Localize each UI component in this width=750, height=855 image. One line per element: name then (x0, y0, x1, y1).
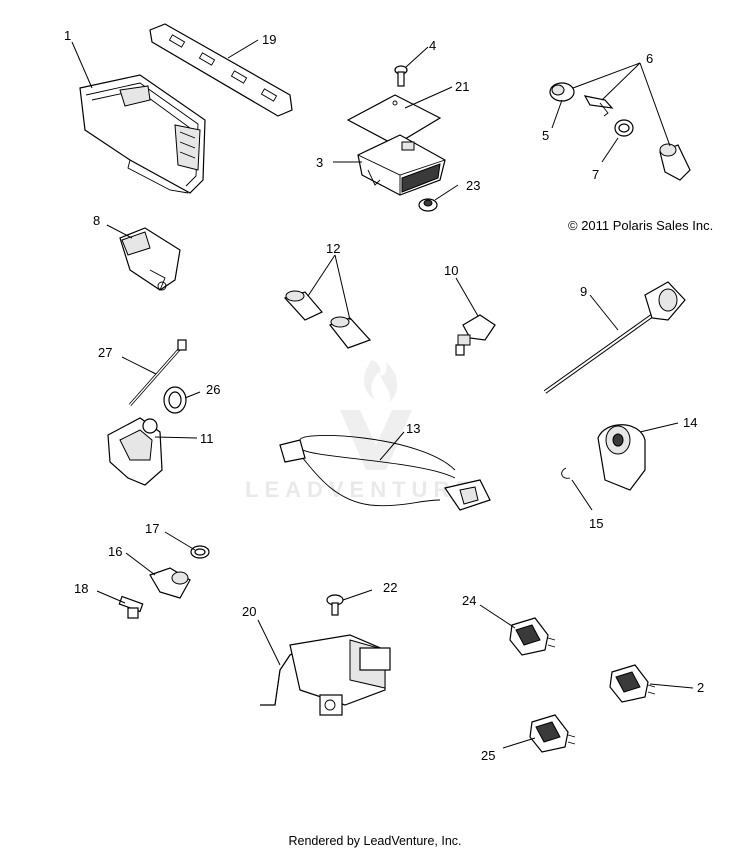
part-24-switch (509, 617, 556, 656)
callout-26: 26 (206, 382, 220, 397)
part-10-temp-sensor (455, 314, 496, 356)
callout-17: 17 (145, 521, 159, 536)
callout-12: 12 (326, 241, 340, 256)
part-9-o2-sensor (543, 281, 686, 394)
callout-7: 7 (592, 167, 599, 182)
watermark-text: LEADVENTURE (245, 477, 476, 502)
callout-14: 14 (683, 415, 697, 430)
callout-9: 9 (580, 284, 587, 299)
part-2-switch (609, 664, 656, 703)
callout-5: 5 (542, 128, 549, 143)
part-20-valve (260, 634, 391, 716)
part-12-plugs (283, 290, 372, 349)
callout-16: 16 (108, 544, 122, 559)
callout-13: 13 (406, 421, 420, 436)
callout-11: 11 (200, 431, 214, 446)
callout-24: 24 (462, 593, 476, 608)
part-5-cap (549, 82, 575, 102)
part-3-box (357, 134, 446, 196)
footer-text: Rendered by LeadVenture, Inc. (288, 834, 462, 848)
callout-3: 3 (316, 155, 323, 170)
part-15-clip (561, 467, 571, 479)
part-22-screw (326, 594, 344, 616)
part-1-ecu (79, 74, 206, 194)
callout-6: 6 (646, 51, 653, 66)
callouts: 1 19 4 21 3 23 6 5 7 8 12 10 9 27 26 11 … (64, 28, 704, 763)
callout-22: 22 (383, 580, 397, 595)
callout-4: 4 (429, 38, 436, 53)
callout-18: 18 (74, 581, 88, 596)
part-26-o-ring (163, 386, 187, 414)
part-25-switch (529, 714, 576, 753)
callout-1: 1 (64, 28, 71, 43)
part-16-sensor (149, 567, 191, 599)
part-4-screw (394, 65, 408, 87)
part-19-bracket (149, 23, 293, 117)
callout-15: 15 (589, 516, 603, 531)
part-11-tps (107, 417, 163, 486)
part-23-grommet (418, 198, 438, 212)
part-21-cover (346, 94, 442, 146)
part-7-washer (614, 119, 634, 137)
part-13-harness (279, 435, 491, 511)
callout-20: 20 (242, 604, 256, 619)
part-18-bolt (118, 595, 144, 619)
callout-10: 10 (444, 263, 458, 278)
callout-27: 27 (98, 345, 112, 360)
callout-2: 2 (697, 680, 704, 695)
part-14-knock-sensor (597, 424, 646, 491)
callout-23: 23 (466, 178, 480, 193)
copyright-text: © 2011 Polaris Sales Inc. (568, 218, 714, 233)
part-8-map-sensor (119, 227, 181, 291)
part-27-cable-tie (128, 339, 187, 406)
callout-21: 21 (455, 79, 469, 94)
leader-lines (71, 39, 694, 749)
part-17-washer (190, 545, 210, 559)
callout-19: 19 (262, 32, 276, 47)
watermark-logo: LEADVENTURE (245, 360, 476, 502)
callout-25: 25 (481, 748, 495, 763)
callout-8: 8 (93, 213, 100, 228)
part-6-sensor (583, 95, 691, 181)
